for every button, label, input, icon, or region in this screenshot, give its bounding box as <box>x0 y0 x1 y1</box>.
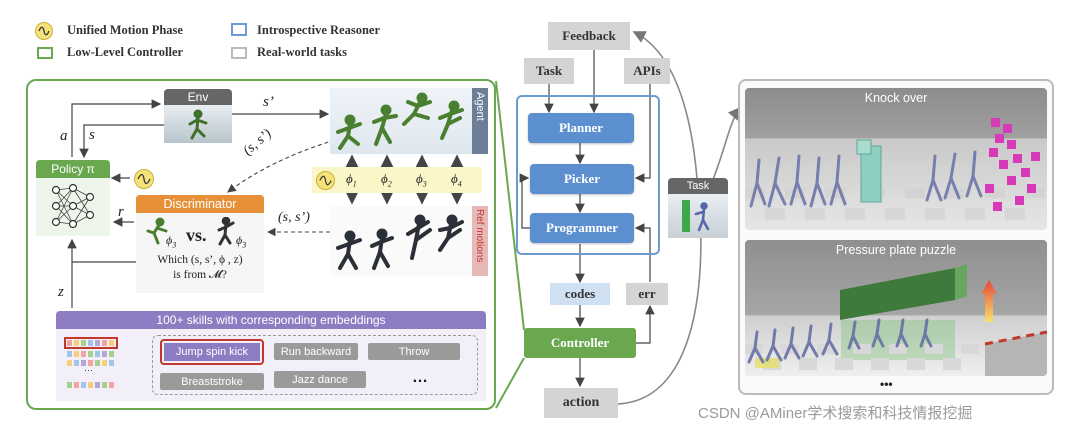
skills-panel: 100+ skills with corresponding embedding… <box>56 311 486 401</box>
pressure-plate-scene: Pressure plate puzzle <box>745 240 1047 376</box>
skills-dashed-area <box>152 335 478 395</box>
label-ss-mid: (s, s’) <box>278 210 310 225</box>
arrow-task-to-scenes <box>711 106 742 183</box>
phase-3: ϕ3 <box>416 171 427 189</box>
phase-2: ϕ2 <box>381 171 392 189</box>
discriminator-panel: Discriminator ϕ3 vs. ϕ3 Which (s, s’, ϕ … <box>136 195 264 293</box>
planner-box: Planner <box>528 113 634 143</box>
skills-title: 100+ skills with corresponding embedding… <box>56 311 486 329</box>
embedding-grid: ··· <box>64 337 120 397</box>
skills-more: … <box>412 369 428 386</box>
arrow-programmer-left-loop <box>519 173 530 229</box>
legend-reasoner: Introspective Reasoner <box>257 23 381 37</box>
arrow-err-to-programmer <box>634 223 651 282</box>
arrow-action-to-task <box>617 210 708 405</box>
disc-vs: vs. <box>186 225 207 245</box>
phase-row: ϕ1 ϕ2 ϕ3 ϕ4 <box>312 167 482 193</box>
skill-run-backward[interactable]: Run backward <box>274 343 358 360</box>
disc-phi-left: ϕ3 <box>166 233 177 250</box>
feedback-box: Feedback <box>548 22 630 50</box>
discriminator-title: Discriminator <box>136 195 264 213</box>
motion-phase-icon <box>35 22 53 40</box>
neural-network-icon <box>50 182 96 230</box>
legend-low-level: Low-Level Controller <box>67 45 184 59</box>
label-z: z <box>58 284 64 300</box>
arrow-env-to-policy <box>79 124 164 159</box>
knock-over-title: Knock over <box>864 91 928 105</box>
task-thumbnail: Task <box>668 178 728 238</box>
disc-phi-right: ϕ3 <box>236 233 247 250</box>
embedding-ellipsis: ··· <box>84 365 93 375</box>
embedding-highlight <box>64 337 118 349</box>
low-level-controller-panel <box>26 79 496 410</box>
embedding-cells <box>67 340 114 388</box>
arrow-policy-to-env <box>71 99 162 157</box>
pressure-plate-title: Pressure plate puzzle <box>835 243 957 257</box>
pressure-plate-image <box>745 264 1047 376</box>
arrow-apis-to-picker <box>634 84 651 183</box>
knock-over-scene: Knock over <box>745 88 1047 230</box>
legend-green-swatch <box>37 47 53 59</box>
phase-4: ϕ4 <box>451 171 462 189</box>
arrow-controller-to-err <box>636 304 655 344</box>
disc-question-line2: is from 𝓜? <box>173 269 227 281</box>
watermark: CSDN @AMiner学术搜索和科技情报挖掘 <box>698 405 973 422</box>
err-box: err <box>626 283 668 305</box>
legend-motion-phase: Unified Motion Phase <box>67 23 183 37</box>
picker-box: Picker <box>530 164 634 194</box>
phase-1: ϕ1 <box>346 171 357 189</box>
legend-gray-swatch <box>231 47 247 59</box>
ref-motions-strip: Ref motions <box>330 206 488 276</box>
codes-box: codes <box>550 283 610 305</box>
agent-tab: Agent <box>472 88 488 154</box>
skill-jump-spin-kick-label: Jump spin kick <box>164 343 260 361</box>
agent-pose-icon <box>144 217 170 247</box>
legend-blue-swatch <box>231 23 247 36</box>
motion-phase-icon <box>316 171 335 190</box>
task-thumbnail-image <box>668 194 728 238</box>
arrow-task-to-feedback <box>632 31 698 179</box>
legend: Unified Motion Phase Low-Level Controlle… <box>35 22 435 62</box>
label-s: s <box>89 127 95 143</box>
legend-real-world: Real-world tasks <box>257 45 347 59</box>
task-thumbnail-title: Task <box>668 178 728 194</box>
policy-panel: Policy π <box>36 160 110 236</box>
arrow-agent-to-disc <box>227 139 336 193</box>
env-panel: Env <box>164 89 232 143</box>
motion-phase-icon <box>134 169 154 189</box>
skill-jazz-dance[interactable]: Jazz dance <box>274 371 366 388</box>
policy-title: Policy π <box>36 160 110 178</box>
label-s-prime-top: s’ <box>263 94 274 110</box>
ref-motions-tab: Ref motions <box>472 206 488 276</box>
controller-box: Controller <box>524 328 636 358</box>
green-connector-top <box>495 80 525 331</box>
task-input-box: Task <box>524 58 574 84</box>
apis-box: APIs <box>624 58 670 84</box>
green-connector-bottom <box>495 357 525 409</box>
skill-breaststroke[interactable]: Breaststroke <box>160 373 264 390</box>
env-scene-image <box>164 105 232 143</box>
skill-throw[interactable]: Throw <box>368 343 460 360</box>
label-r: r <box>118 204 124 220</box>
programmer-box: Programmer <box>530 213 634 243</box>
ref-poses-image <box>336 214 464 270</box>
env-title: Env <box>164 89 232 105</box>
scenes-ellipsis: ••• <box>880 377 893 391</box>
label-a: a <box>60 128 68 144</box>
phase-arrows <box>345 154 464 205</box>
agent-poses-image <box>336 92 464 150</box>
skill-jump-spin-kick[interactable]: Jump spin kick <box>160 339 264 365</box>
action-box: action <box>544 388 618 418</box>
introspective-reasoner-panel <box>516 95 660 255</box>
knock-over-image <box>745 118 1045 220</box>
disc-question-line1: Which (s, s’, ϕ , z) <box>157 254 243 266</box>
ref-pose-icon <box>214 216 236 247</box>
agent-strip: Agent <box>330 88 488 154</box>
